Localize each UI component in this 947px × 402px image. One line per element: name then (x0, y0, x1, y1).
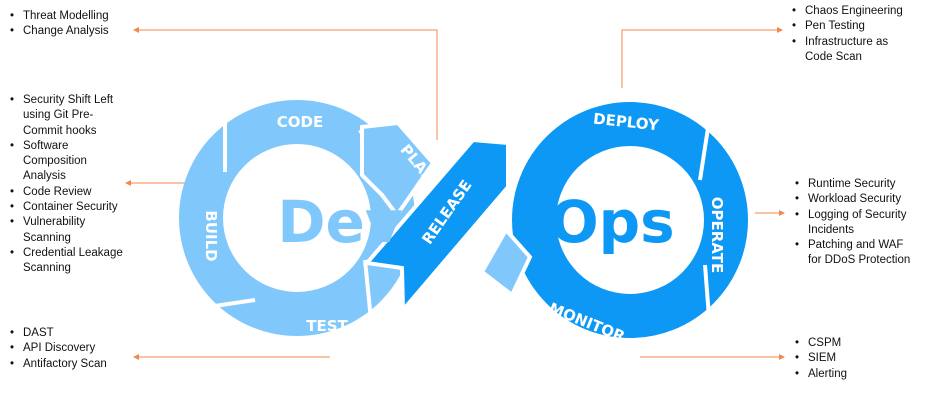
list-item: Code Review (10, 185, 128, 201)
plan-connector-arrow (133, 27, 438, 140)
list-item: DAST (10, 326, 135, 342)
list-item: Threat Modelling (10, 9, 135, 25)
list-item: Change Analysis (10, 24, 135, 40)
stage-code: CODE (277, 113, 323, 131)
stage-operate: OPERATE (708, 197, 726, 273)
dev-label: Dev (277, 188, 402, 256)
list-item: CSPM (795, 336, 915, 352)
list-item: SIEM (795, 351, 915, 367)
list-item: API Discovery (10, 341, 135, 357)
list-item: Container Security (10, 200, 128, 216)
list-item: Chaos Engineering (792, 4, 912, 20)
list-item: Workload Security (795, 192, 917, 208)
list-item: Alerting (795, 367, 915, 383)
monitor-list: CSPM SIEM Alerting (795, 336, 915, 382)
stage-build: BUILD (202, 210, 220, 261)
list-item: Patching and WAF for DDoS Protection (795, 238, 917, 269)
operate-list: Runtime Security Workload Security Loggi… (795, 177, 917, 269)
code-list: Security Shift Left using Git Pre-Commit… (10, 93, 128, 277)
test-list: DAST API Discovery Antifactory Scan (10, 326, 135, 372)
list-item: Credential Leakage Scanning (10, 246, 128, 277)
list-item: Antifactory Scan (10, 357, 135, 373)
stage-test: TEST (306, 317, 348, 335)
ops-ring (512, 102, 748, 338)
plan-list: Threat Modelling Change Analysis (10, 9, 135, 40)
release-segment (363, 137, 510, 316)
list-item: Software Composition Analysis (10, 139, 128, 185)
deploy-list: Chaos Engineering Pen Testing Infrastruc… (792, 4, 912, 65)
deploy-connector-arrow (621, 27, 783, 88)
ops-label: Ops (549, 188, 674, 256)
list-item: Pen Testing (792, 19, 912, 35)
dev-ring (179, 100, 415, 336)
list-item: Vulnerability Scanning (10, 215, 128, 246)
list-item: Runtime Security (795, 177, 917, 193)
list-item: Logging of Security Incidents (795, 208, 917, 239)
list-item: Security Shift Left using Git Pre-Commit… (10, 93, 128, 139)
list-item: Infrastructure as Code Scan (792, 35, 912, 66)
plan-segment (360, 120, 436, 219)
